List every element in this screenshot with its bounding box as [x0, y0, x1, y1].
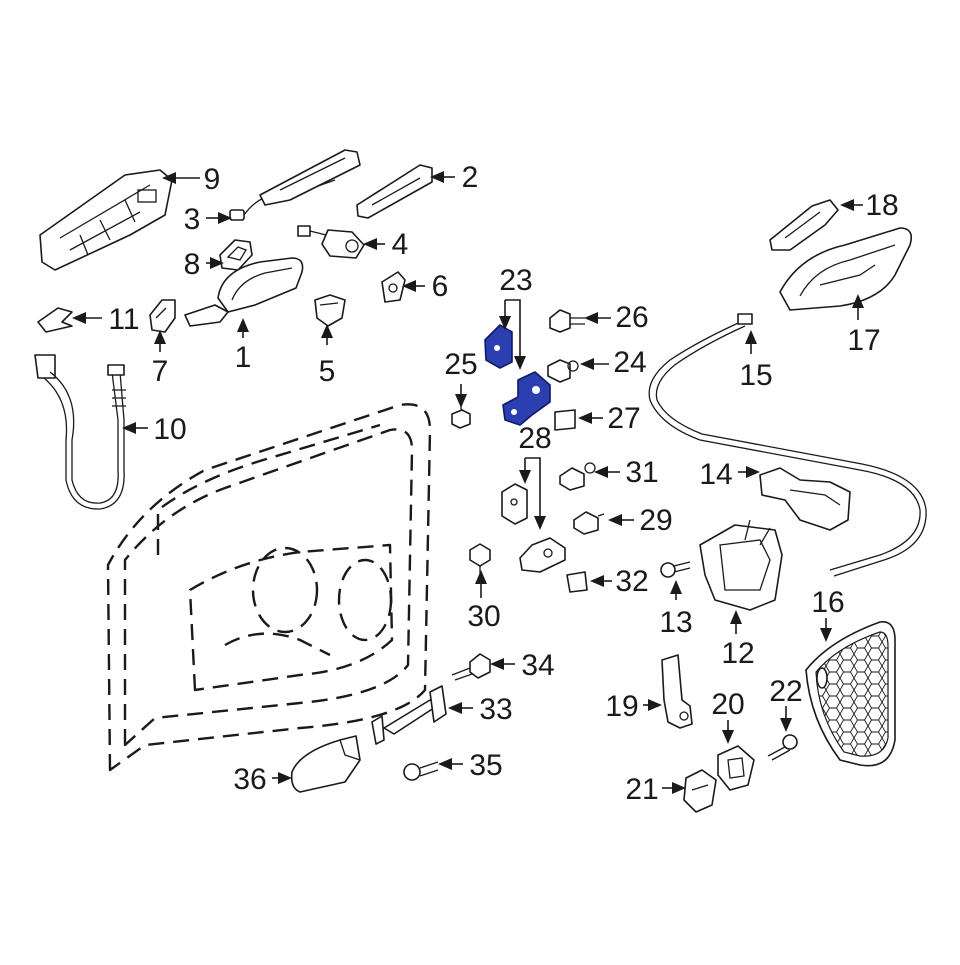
label-5: 5 — [319, 355, 336, 388]
part-2-handle-cover — [356, 164, 433, 219]
label-34: 34 — [521, 649, 554, 682]
label-36: 36 — [233, 763, 266, 796]
part-34-bolt — [451, 653, 491, 681]
part-9-handle-bracket — [39, 169, 173, 271]
label-10: 10 — [153, 413, 186, 446]
label-32: 32 — [615, 565, 648, 598]
part-number-labels: 9 2 3 4 8 6 11 7 1 5 10 23 26 24 25 27 2… — [108, 161, 898, 806]
label-22: 22 — [769, 675, 802, 708]
door-shell-outline — [106, 403, 432, 772]
part-27-pad — [554, 409, 576, 431]
part-21-plate — [683, 769, 717, 813]
label-18: 18 — [865, 189, 898, 222]
label-28: 28 — [518, 422, 551, 455]
label-1: 1 — [235, 341, 252, 374]
label-11: 11 — [108, 303, 139, 336]
part-10-cable-assembly — [34, 354, 126, 510]
part-36-check-cover — [290, 735, 361, 793]
leader-lines — [72, 171, 864, 794]
label-7: 7 — [152, 355, 169, 388]
label-24: 24 — [613, 346, 646, 379]
part-handle-trim-strip — [259, 149, 361, 206]
label-30: 30 — [467, 600, 500, 633]
label-21: 21 — [625, 773, 658, 806]
label-29: 29 — [639, 504, 672, 537]
part-5-end-cap — [314, 294, 346, 327]
label-19: 19 — [605, 690, 638, 723]
part-28-lower-bracket — [501, 483, 566, 573]
label-3: 3 — [184, 203, 201, 236]
part-4-lock-cylinder — [297, 225, 365, 259]
label-16: 16 — [811, 586, 844, 619]
label-8: 8 — [184, 248, 201, 281]
label-27: 27 — [607, 402, 640, 435]
label-12: 12 — [721, 637, 754, 670]
part-19-striker — [661, 654, 693, 729]
part-14-latch-cover — [759, 467, 851, 531]
label-14: 14 — [699, 458, 732, 491]
label-35: 35 — [469, 749, 502, 782]
part-23-latch-bracket-highlighted — [484, 324, 551, 426]
part-8-gasket — [219, 239, 253, 271]
label-26: 26 — [615, 301, 648, 334]
part-29-bolt — [573, 511, 605, 535]
label-25: 25 — [444, 348, 477, 381]
part-15-release-cable — [648, 313, 927, 577]
label-23: 23 — [499, 264, 532, 297]
label-2: 2 — [462, 161, 479, 194]
part-33-door-check — [371, 685, 447, 745]
label-33: 33 — [479, 693, 512, 726]
part-12-lock-actuator — [699, 519, 783, 611]
label-15: 15 — [739, 359, 772, 392]
label-17: 17 — [847, 324, 880, 357]
part-22-bolt — [767, 734, 798, 761]
part-1-door-handle — [184, 257, 304, 327]
label-13: 13 — [659, 606, 692, 639]
part-11-clip — [37, 307, 73, 333]
part-24-bolt — [547, 359, 579, 383]
part-13-bolt — [660, 561, 691, 578]
part-6-cylinder-cap — [381, 271, 406, 303]
part-32-pad — [566, 571, 588, 593]
part-35-bolt — [403, 761, 439, 781]
part-7-bezel — [149, 299, 176, 333]
part-26-bolt — [549, 309, 585, 333]
part-16-mesh-grille — [805, 621, 896, 767]
part-18-handle-insert — [769, 199, 839, 251]
label-4: 4 — [392, 228, 409, 261]
label-6: 6 — [432, 270, 449, 303]
part-17-inner-handle — [779, 227, 913, 311]
part-31-bolt — [559, 462, 596, 491]
label-31: 31 — [625, 456, 658, 489]
label-20: 20 — [711, 688, 744, 721]
part-20-striker-plate — [717, 745, 755, 791]
label-9: 9 — [204, 163, 221, 196]
